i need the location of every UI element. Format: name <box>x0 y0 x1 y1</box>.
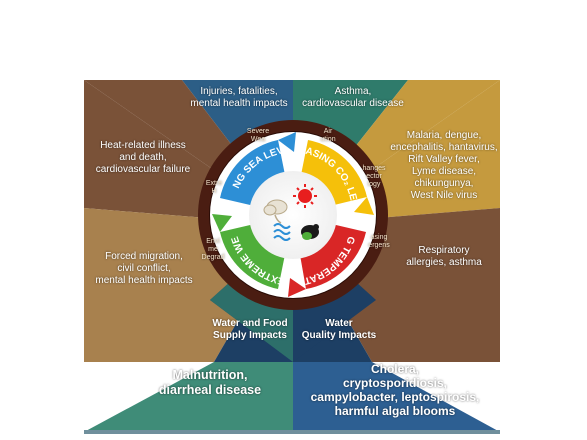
ring-label-environmental-degradation: Envi me Degrad <box>201 238 225 261</box>
arrow-red <box>288 278 306 297</box>
ring-label-severe-weather: Severe Wea <box>246 128 270 143</box>
label-respiratory-allergies: Respiratory allergies, asthma <box>406 245 482 268</box>
ring-label-allergens: asing ergens <box>368 234 390 249</box>
label-forced-migration: Forced migration, civil conflict, mental… <box>95 251 193 286</box>
ring-label-extreme-heat: Extre H <box>205 180 223 195</box>
label-water-quality: Water Quality Impacts <box>301 318 377 341</box>
ring-label-air-pollution: Air ution <box>320 128 336 143</box>
cloud-icon <box>263 199 288 224</box>
label-heat-illness: Heat-related illness and death, cardiova… <box>95 140 191 175</box>
label-water-food-supply: Water and Food Supply Impacts <box>212 318 288 341</box>
label-asthma-cardio: Asthma, cardiovascular disease <box>302 86 404 109</box>
waves-icon <box>273 223 291 241</box>
ring-label-vector-ecology: hanges ector logy <box>362 165 386 188</box>
arrow-yellow <box>354 197 374 215</box>
label-vector-diseases: Malaria, dengue, encephalitis, hantaviru… <box>390 130 498 201</box>
cow-icon <box>301 224 319 240</box>
sun-icon <box>293 184 317 208</box>
label-injuries: Injuries, fatalities, mental health impa… <box>190 86 288 109</box>
pyramid-left <box>84 362 293 432</box>
label-malnutrition: Malnutrition, diarrheal disease <box>158 368 262 397</box>
arrow-blue <box>278 132 296 152</box>
label-waterborne-diseases: Cholera, cryptosporidiosis, campylobacte… <box>310 362 480 418</box>
pyramid-base-shadow <box>84 430 500 434</box>
wheel-center <box>249 171 337 259</box>
arrow-green <box>212 214 232 232</box>
pyramid-right <box>293 362 500 432</box>
